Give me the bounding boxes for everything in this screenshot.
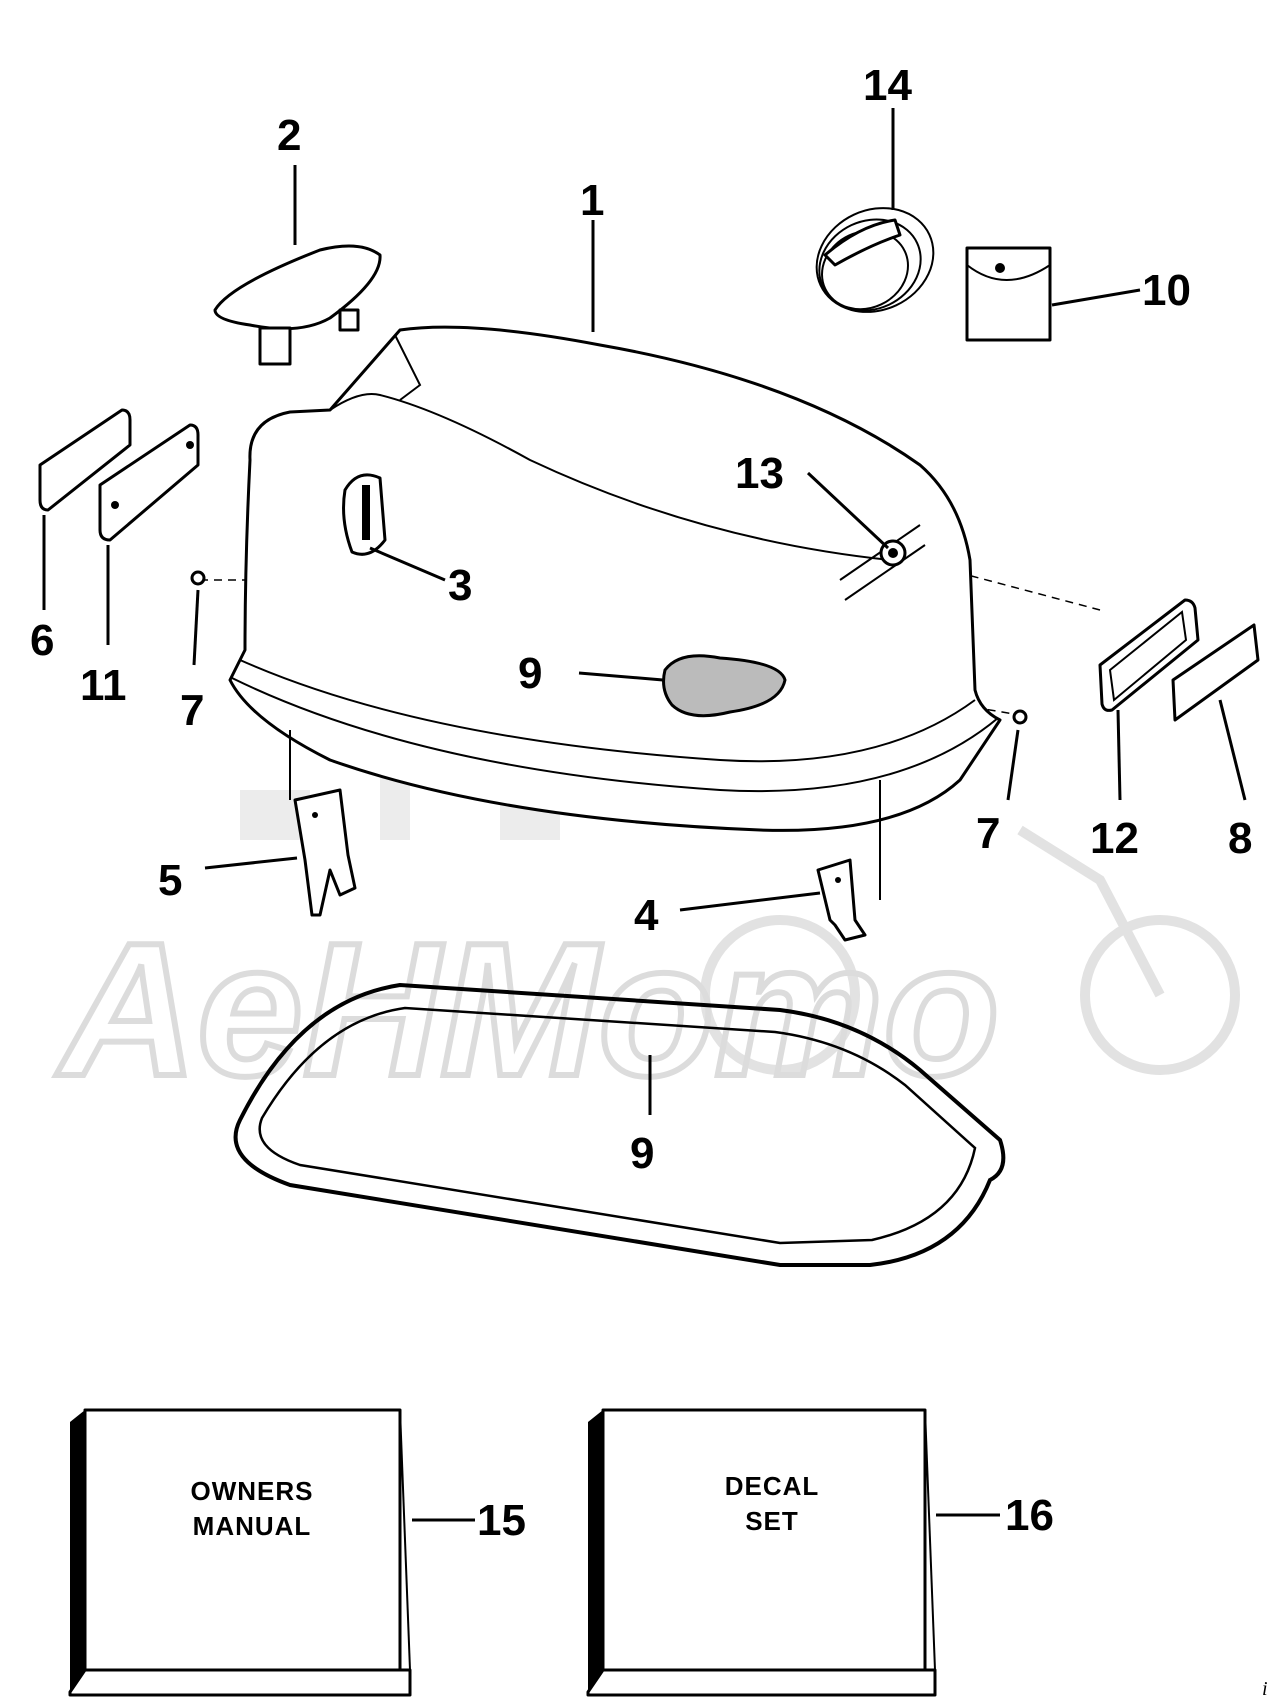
- callout-14: 14: [863, 61, 912, 110]
- owners-manual-box: OWNERS MANUAL: [68, 1408, 412, 1697]
- owners-manual-line-2: MANUAL: [193, 1511, 312, 1541]
- decal-set-line-2: SET: [745, 1506, 799, 1536]
- callout-1: 1: [580, 176, 604, 225]
- part-8-plate: [1171, 623, 1260, 722]
- owners-manual-line-1: OWNERS: [191, 1476, 314, 1506]
- callout-8: 8: [1228, 814, 1252, 863]
- callout-12-left: 11: [80, 661, 127, 710]
- callout-3: 3: [448, 561, 472, 610]
- part-11-pouch: [965, 246, 1052, 342]
- part-2-cap: [213, 244, 382, 366]
- part-9-seal: [233, 982, 1006, 1267]
- callout-7-left: 7: [180, 686, 204, 735]
- callout-9: 9: [630, 1129, 654, 1178]
- callout-2: 2: [277, 111, 301, 160]
- part-12-right-gasket: [1098, 598, 1200, 712]
- part-14-cable: [815, 207, 935, 313]
- decal-set-box: DECAL SET: [586, 1408, 937, 1697]
- callout-4: 4: [634, 891, 659, 940]
- watermark-motorcycle: [700, 825, 1240, 1075]
- callout-15: 15: [477, 1496, 526, 1545]
- part-7-screw-left: [190, 570, 206, 586]
- part-3-latch: [342, 473, 387, 556]
- decal-set-line-1: DECAL: [725, 1471, 820, 1501]
- corner-mark: i: [1262, 1678, 1268, 1700]
- part-12-left-plate: [98, 423, 200, 542]
- callout-7-right: 7: [976, 809, 1000, 858]
- part-10-foam: [662, 654, 787, 718]
- callout-5: 5: [158, 856, 182, 905]
- motor-cover: [228, 325, 1002, 900]
- part-7-screw-right: [1012, 709, 1028, 725]
- part-6-plate: [38, 408, 132, 512]
- callout-10: 9: [518, 649, 542, 698]
- callout-11: 10: [1142, 266, 1191, 315]
- callout-12-right: 12: [1090, 814, 1139, 863]
- part-4-bracket: [816, 858, 867, 942]
- callout-16: 16: [1005, 1491, 1054, 1540]
- callout-6: 6: [30, 616, 54, 665]
- callout-13: 13: [735, 449, 784, 498]
- part-5-bracket: [293, 788, 357, 917]
